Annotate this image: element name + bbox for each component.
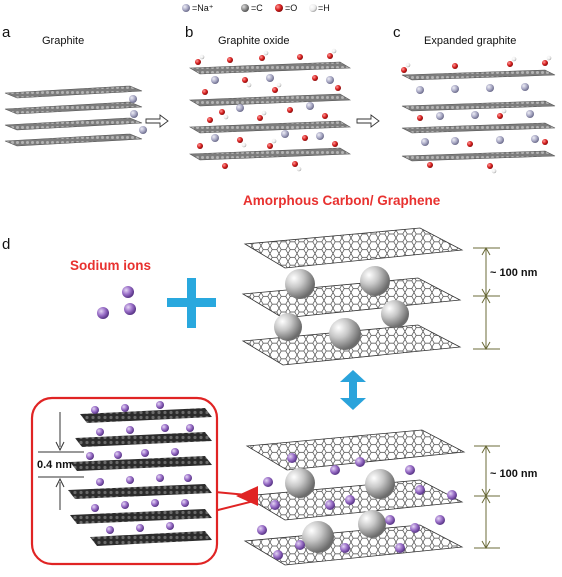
sodium-ions-expanded xyxy=(416,83,539,146)
arrow-a-to-b-icon xyxy=(145,114,169,128)
oxygen-legend-icon xyxy=(275,4,283,12)
panel-a-title: Graphite xyxy=(42,35,84,47)
hydrogen-atoms-c xyxy=(405,55,552,174)
graphene-stack-bottom xyxy=(243,429,466,566)
panel-b: b Graphite oxide xyxy=(185,24,380,172)
graphite-oxide-layers xyxy=(188,61,352,161)
oxygen-groups xyxy=(195,53,341,169)
panel-c-title: Expanded graphite xyxy=(424,35,516,47)
inset-graphene-layers xyxy=(68,408,212,546)
legend-na-label: =Na⁺ xyxy=(192,3,214,13)
legend: =Na⁺ =C =O =H xyxy=(182,3,330,13)
inset-sodium-ions xyxy=(86,401,194,534)
sodium-ions-label: Sodium ions xyxy=(70,258,151,273)
legend-c-label: =C xyxy=(251,3,263,13)
panel-d-letter: d xyxy=(2,236,10,253)
double-arrow-icon xyxy=(340,370,366,410)
hydrogen-atoms xyxy=(199,48,337,172)
panel-a-letter: a xyxy=(2,24,11,41)
legend-h-label: =H xyxy=(318,3,330,13)
panel-b-letter: b xyxy=(185,24,193,41)
top-spacing-label: ~ 100 nm xyxy=(490,267,538,279)
expanded-graphite-layers xyxy=(401,69,556,162)
inset-zoom: 0.4 nm xyxy=(30,396,259,566)
bottom-spacing-label: ~ 100 nm xyxy=(490,468,538,480)
panel-c-letter: c xyxy=(393,24,401,41)
panel-c: c Expanded graphite xyxy=(393,24,556,174)
dimension-marker-top xyxy=(473,246,500,351)
inset-dimension-marker xyxy=(38,412,84,510)
sodium-ions-free xyxy=(129,95,147,134)
panel-b-title: Graphite oxide xyxy=(218,35,290,47)
dimension-marker-bottom xyxy=(474,444,500,550)
oxygen-groups-c xyxy=(401,60,548,169)
sodium-ions-intercalated xyxy=(211,74,334,142)
carbon-legend-icon xyxy=(241,4,249,12)
panel-d: d Amorphous Carbon/ Graphene Sodium ions xyxy=(2,193,538,566)
sodium-legend-icon xyxy=(182,4,190,12)
graphite-layers xyxy=(4,85,143,147)
sodium-ions-adsorbed xyxy=(257,453,457,560)
panel-a: a Graphite xyxy=(2,24,169,147)
hydrogen-legend-icon xyxy=(309,4,317,12)
panel-d-heading: Amorphous Carbon/ Graphene xyxy=(243,193,441,208)
plus-icon xyxy=(167,278,216,328)
sodium-ion-cluster xyxy=(97,286,136,319)
inset-spacing-label: 0.4 nm xyxy=(37,459,72,471)
legend-o-label: =O xyxy=(285,3,297,13)
graphene-stack-top xyxy=(241,227,464,366)
arrow-b-to-c-icon xyxy=(356,114,380,128)
